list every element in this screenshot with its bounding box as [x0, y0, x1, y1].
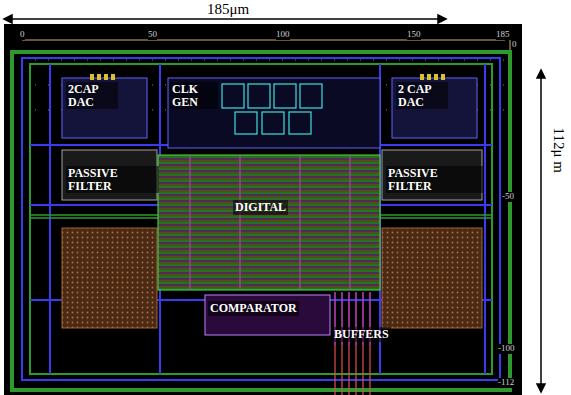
- filter-block: PASSIVE FILTER: [382, 150, 484, 200]
- dimension-label: 112μ m: [550, 128, 567, 173]
- block-label: PASSIVE FILTER: [66, 166, 159, 193]
- ruler-number: 0: [512, 40, 517, 50]
- clock-block: CLK GEN: [168, 78, 220, 138]
- block-label: 2CAP DAC: [66, 82, 118, 109]
- filter-block: PASSIVE FILTER: [62, 150, 159, 200]
- dimension-label: 185μm: [207, 1, 249, 18]
- ruler-number: -112: [498, 378, 514, 388]
- block-label: DIGITAL: [233, 200, 288, 215]
- ruler-number: 0: [20, 30, 25, 40]
- dac-block: 2 CAP DAC: [392, 78, 477, 138]
- ruler-number: -50: [502, 192, 514, 202]
- dac-block: 2CAP DAC: [62, 78, 147, 138]
- ruler-number: 100: [276, 30, 290, 40]
- block-label: BUFFERS: [332, 327, 391, 342]
- digital-block: DIGITAL: [158, 155, 380, 290]
- comparator-block: COMPARATOR: [205, 295, 330, 335]
- block-label: CLK GEN: [170, 82, 218, 109]
- block-label: 2 CAP DAC: [396, 82, 448, 109]
- ruler-number: -100: [498, 344, 515, 354]
- block-label: COMPARATOR: [208, 301, 299, 316]
- ruler-number: 150: [407, 30, 421, 40]
- ruler-number: 50: [148, 30, 157, 40]
- ruler-number: 185: [496, 30, 510, 40]
- block-label: PASSIVE FILTER: [386, 166, 484, 193]
- buffer-block: BUFFERS: [330, 322, 402, 348]
